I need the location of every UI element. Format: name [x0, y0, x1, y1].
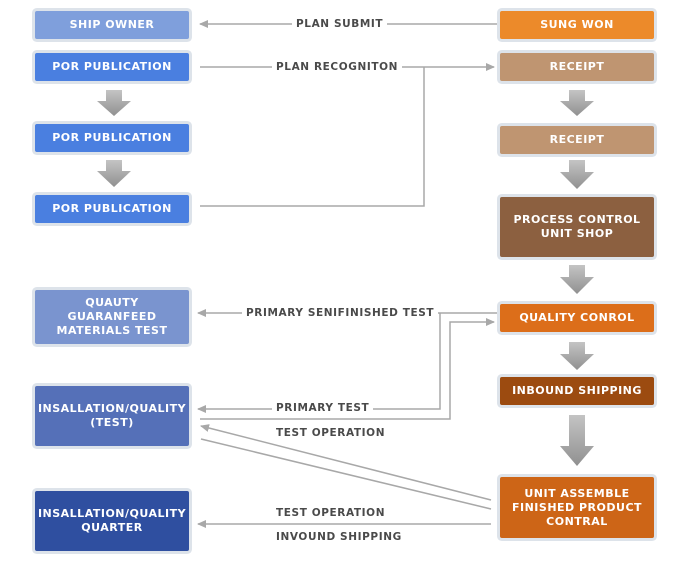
por-publication-box-1: POR PUBLICATION [35, 53, 189, 81]
receipt-box-2: RECEIPT [500, 126, 654, 154]
inbound-shipping-box: INBOUND SHIPPING [500, 377, 654, 405]
block-arrow-down-icon [560, 415, 594, 466]
por-publication-box-2: POR PUBLICATION [35, 124, 189, 152]
block-arrow-down-icon [560, 342, 594, 370]
plan-submit-label: PLAN SUBMIT [292, 18, 388, 30]
block-arrow-down-icon [560, 90, 594, 116]
diagonal-forward-connector [200, 438, 492, 510]
primary-test-connector [197, 313, 441, 413]
block-arrow-down-icon [560, 160, 594, 189]
test-operation-connector [200, 318, 495, 420]
test-operation-label: TEST OPERATION [276, 427, 386, 439]
diagonal-return-connector [200, 424, 492, 501]
plan-recognition-label: PLAN RECOGNITON [272, 61, 403, 73]
ship-owner-box: SHIP OWNER [35, 11, 189, 39]
quality-control-box: QUALITY CONROL [500, 304, 654, 332]
installation-quality-test-box: INSALLATION/QUALITY (TEST) [35, 386, 189, 446]
unit-assemble-box: UNIT ASSEMBLE FINISHED PRODUCT CONTRAL [500, 477, 654, 538]
por-publication-3-connector [200, 67, 425, 207]
test-operation-2-label: TEST OPERATION [276, 507, 386, 519]
invound-shipping-label: INVOUND SHIPPING [276, 531, 402, 543]
primary-test-label: PRIMARY TEST [272, 402, 374, 414]
block-arrow-down-icon [560, 265, 594, 294]
block-arrow-down-icon [97, 160, 131, 187]
installation-quality-quarter-box: INSALLATION/QUALITY QUARTER [35, 491, 189, 551]
process-control-unit-shop-box: PROCESS CONTROL UNIT SHOP [500, 197, 654, 257]
quality-materials-test-box: QUAUTY GUARANFEED MATERIALS TEST [35, 290, 189, 344]
por-publication-box-3: POR PUBLICATION [35, 195, 189, 223]
receipt-box-1: RECEIPT [500, 53, 654, 81]
block-arrow-down-icon [97, 90, 131, 116]
sung-won-box: SUNG WON [500, 11, 654, 39]
primary-semifinished-test-label: PRIMARY SENIFINISHED TEST [242, 307, 439, 319]
